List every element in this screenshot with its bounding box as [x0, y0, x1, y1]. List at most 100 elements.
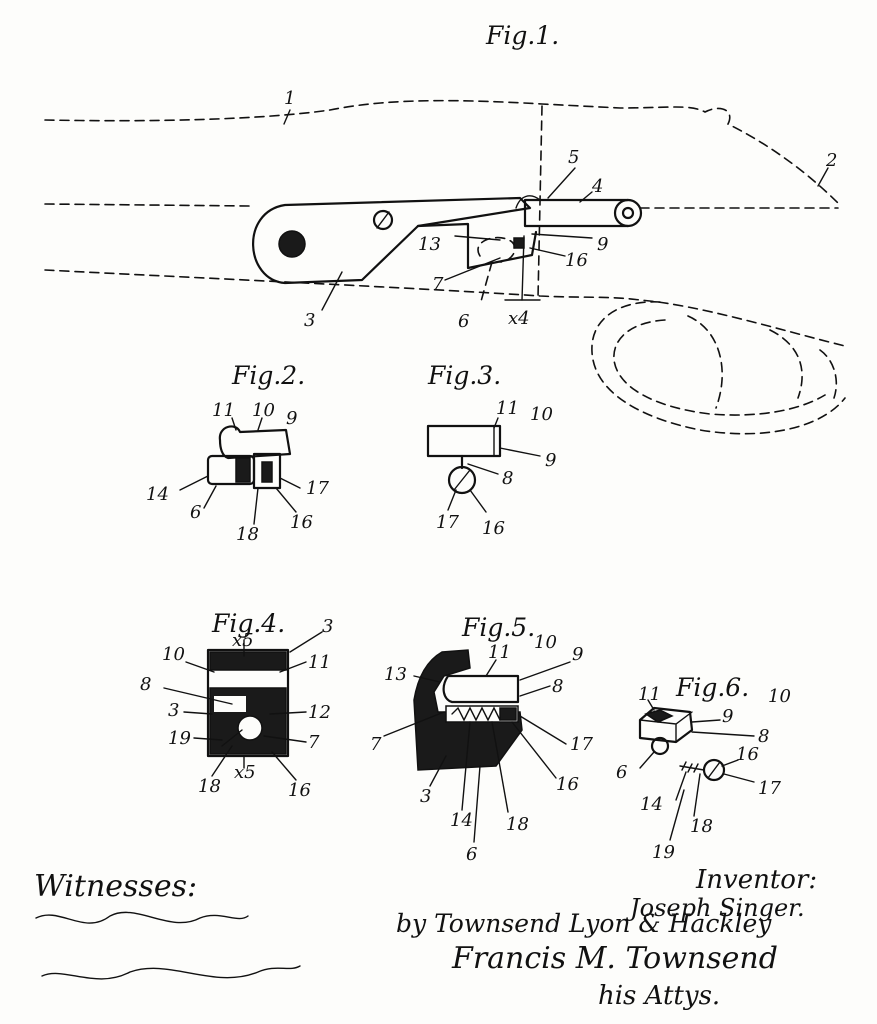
fig5-label-9: 9 [572, 644, 583, 665]
slide-end-ring [613, 198, 643, 228]
leader-13 [454, 235, 501, 241]
attorney-name: Francis M. Townsend [451, 941, 778, 976]
fig2-leader-11 [231, 417, 237, 431]
fig5-label-8: 8 [552, 676, 563, 697]
fig2-slide-body [218, 425, 292, 460]
fig5-leader-8 [519, 685, 551, 697]
fig2-leader-18 [253, 487, 259, 525]
label-3: 3 [304, 310, 315, 331]
fig5-leader-14 [461, 721, 471, 811]
fig6-label-9: 9 [722, 706, 733, 727]
label-x4: x4 [508, 308, 530, 329]
fig5-leader-9 [519, 661, 571, 681]
fig3-slide-body [426, 424, 502, 458]
fig3-label-10: 10 [530, 404, 553, 425]
stock-middle-line [44, 203, 251, 207]
label-13: 13 [418, 234, 441, 255]
fig3-label-17: 17 [436, 512, 459, 533]
fig6-spring-19 [679, 761, 705, 773]
fig6-label-14: 14 [640, 794, 663, 815]
witness-signature-2 [41, 965, 301, 980]
fig4-leader-8 [163, 687, 233, 705]
fig4-leader-3 [183, 711, 213, 715]
fig5-label-13: 13 [384, 664, 407, 685]
fig3-leader-16 [469, 489, 487, 513]
fig2-label-9: 9 [286, 408, 297, 429]
fig5-leader-16 [511, 721, 557, 779]
figure-5-title: Fig.5. [461, 613, 535, 642]
label-16: 16 [565, 250, 588, 271]
fig3-leader-11 [493, 417, 499, 429]
fig4-label-x5-bottom: x5 [234, 762, 256, 783]
fig2-leader-10 [257, 417, 263, 431]
lever-screw-slot [376, 211, 390, 229]
fig5-leader-11 [485, 659, 497, 677]
fig4-leader-18 [211, 745, 233, 777]
stock-rear-line [537, 105, 543, 299]
fig5-label-17: 17 [570, 734, 593, 755]
slide-end-hole [621, 206, 635, 220]
fig5-leader-6 [473, 765, 481, 843]
witnesses-label: Witnesses: [34, 869, 197, 904]
label-2: 2 [825, 150, 837, 171]
lever-arm-part-3 [416, 222, 538, 270]
fig3-detent-head [447, 465, 477, 495]
fig4-leader-3top [289, 631, 323, 653]
leader-3 [321, 271, 343, 311]
fig4-leader-16 [271, 751, 297, 781]
witness-signature-1 [35, 911, 249, 924]
figure-4: Fig.4. x5 3 10 11 8 3 12 19 7 18 x5 16 [140, 609, 333, 801]
fig4-label-3-top: 3 [322, 616, 333, 637]
leader-16 [529, 247, 566, 257]
fig6-leader-18 [693, 773, 701, 817]
lever-part-3 [252, 196, 532, 285]
fig6-label-17: 17 [758, 778, 781, 799]
fig4-leader-7 [263, 735, 307, 743]
fig2-spring-block [252, 452, 282, 490]
figure-2-title: Fig.2. [231, 361, 305, 390]
fig5-spring [451, 706, 501, 722]
fig5-label-16: 16 [556, 774, 579, 795]
fig5-label-3: 3 [420, 786, 431, 807]
fig6-label-8: 8 [758, 726, 769, 747]
fig3-leader-8 [467, 463, 499, 475]
his-attys: his Attys. [598, 981, 720, 1011]
figure-1: Fig.1. [44, 21, 846, 435]
fig4-detent-circle [237, 715, 263, 741]
fig3-leader-17 [447, 489, 457, 511]
trigger-guard-outer [591, 301, 846, 435]
fig5-leader-13 [413, 675, 441, 683]
fig4-label-11: 11 [308, 652, 331, 673]
fig6-label-11: 11 [638, 684, 661, 705]
fig4-leader-19 [193, 737, 223, 741]
fig5-leader-17 [519, 715, 567, 745]
fig4-label-x5-top: x5 [232, 630, 254, 651]
detent-block [513, 237, 525, 249]
fig5-leader-18 [491, 721, 509, 813]
fig2-label-14: 14 [146, 484, 169, 505]
fig4-top-band [209, 651, 287, 671]
label-7: 7 [432, 274, 444, 295]
inventor-label: Inventor: [695, 865, 817, 895]
fig2-label-17: 17 [306, 478, 329, 499]
fig2-label-16: 16 [290, 512, 313, 533]
label-9: 9 [597, 234, 608, 255]
fig2-label-18: 18 [236, 524, 259, 545]
lever-screw [372, 209, 394, 231]
fig2-cylinder-shade [235, 457, 251, 483]
figure-2: Fig.2. 11 10 9 14 6 17 18 16 [146, 361, 329, 545]
fig4-leader-12 [269, 711, 307, 715]
fig6-detent-slot [707, 761, 721, 779]
fig6-label-16: 16 [736, 744, 759, 765]
fig6-slide-notch [644, 709, 674, 723]
fig6-label-6: 6 [616, 762, 627, 783]
fig3-label-11: 11 [496, 398, 519, 419]
fig3-label-16: 16 [482, 518, 505, 539]
fig5-leader-7 [383, 711, 445, 737]
fig4-pin-19 [221, 729, 243, 747]
figure-4-title: Fig.4. [211, 609, 285, 638]
fig5-slide-part [442, 674, 520, 704]
leader-1 [283, 109, 291, 125]
fig4-label-10: 10 [162, 644, 185, 665]
